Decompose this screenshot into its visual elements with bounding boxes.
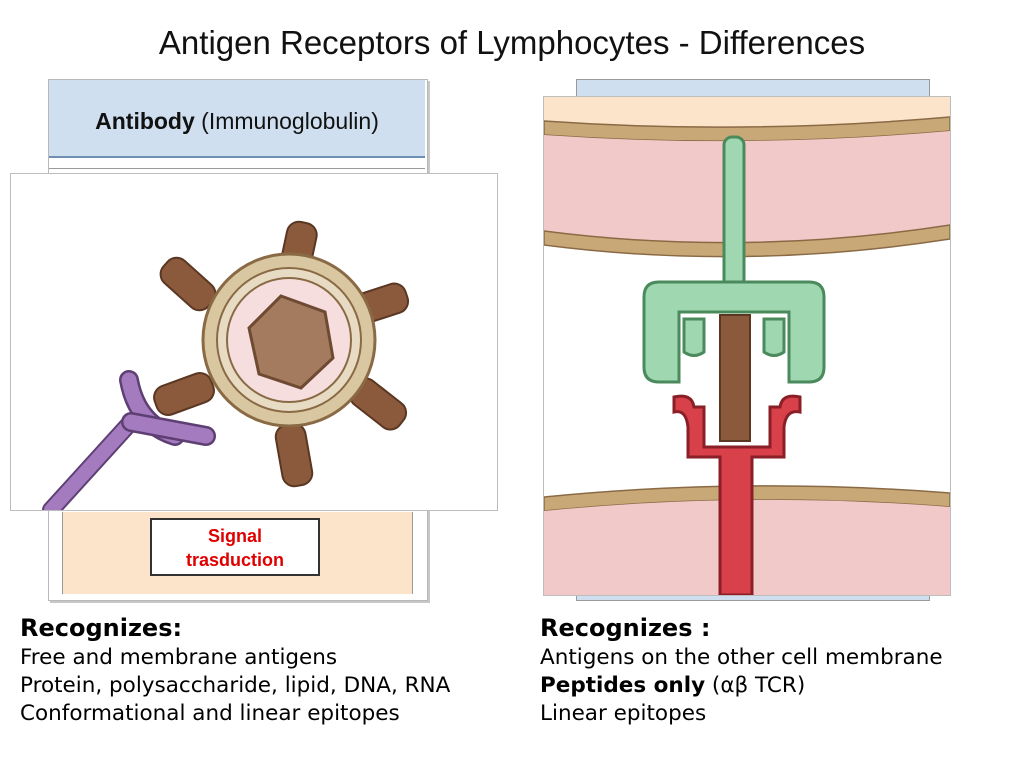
antibody-recognizes-heading: Recognizes: xyxy=(20,614,183,642)
antibody-recognizes-line-1: Free and membrane antigens xyxy=(20,645,338,670)
antibody-recognizes-line-2: Protein, polysaccharide, lipid, DNA, RNA xyxy=(20,673,451,698)
antibody-molecule xyxy=(42,370,216,519)
antibody-recognizes-line-3: Conformational and linear epitopes xyxy=(20,701,400,726)
antibody-header-text: Antibody (Immunoglobulin) xyxy=(49,108,425,135)
tcr-recognizes-line-2: Peptides only (αβ TCR) xyxy=(540,672,1020,700)
tcr-recognizes-line-1: Antigens on the other cell membrane xyxy=(540,645,943,670)
page-title: Antigen Receptors of Lymphocytes - Diffe… xyxy=(158,24,866,61)
signal-label-line1: Signal xyxy=(207,526,262,546)
antibody-header-rest: (Immunoglobulin) xyxy=(194,108,379,134)
peptide-antigen xyxy=(719,314,751,442)
tcr-recognizes-heading: Recognizes : xyxy=(540,614,711,642)
antibody-card-divider xyxy=(49,160,425,169)
signal-label-line2: trasduction xyxy=(185,550,284,570)
antibody-antigen-drawing xyxy=(42,220,410,519)
antibody-card-header: Antibody (Immunoglobulin) xyxy=(49,80,425,158)
antibody-header-bold: Antibody xyxy=(95,108,195,134)
tcr-recognition-list: Recognizes : Antigens on the other cell … xyxy=(540,612,1020,728)
t-cell-receptor xyxy=(672,394,802,597)
apc-membrane xyxy=(544,131,950,243)
tcr-peptides-only: Peptides only xyxy=(540,673,706,698)
antigen-core-hexagon xyxy=(247,294,335,390)
signal-transduction-box: Signal trasduction xyxy=(150,518,320,576)
tcr-recognizes-line-3: Linear epitopes xyxy=(540,701,707,726)
tcr-mhc-drawing xyxy=(543,97,951,597)
antibody-illustration xyxy=(10,173,498,519)
tcr-illustration xyxy=(543,96,951,597)
mhc-molecule xyxy=(642,135,826,384)
tcr-type-note: (αβ TCR) xyxy=(705,673,806,698)
antibody-recognition-list: Recognizes: Free and membrane antigens P… xyxy=(20,612,530,728)
